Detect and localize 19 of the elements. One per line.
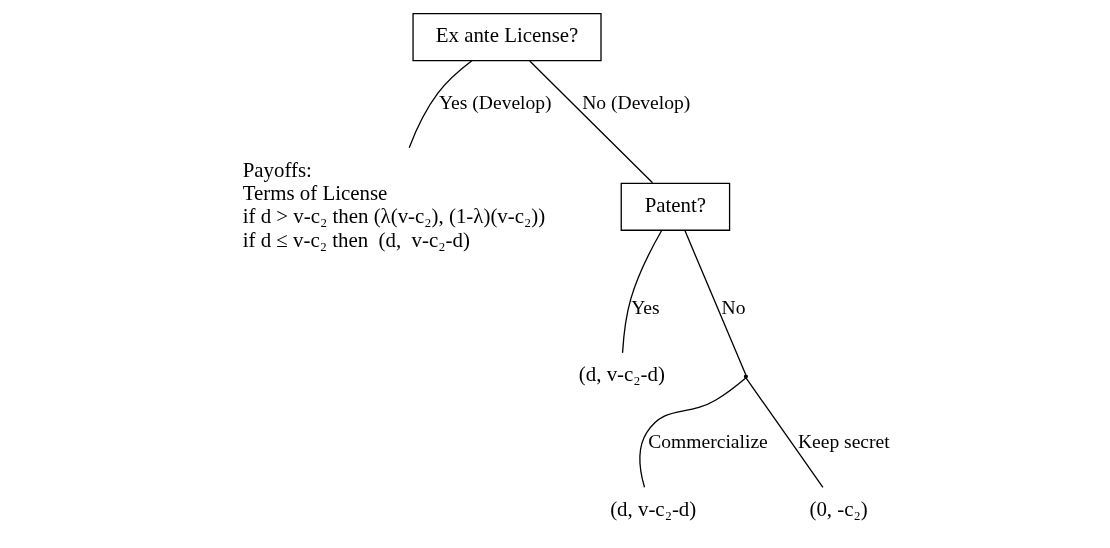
- node-text: (d, v-c₂-d): [578, 362, 665, 387]
- node-box: Ex ante License?: [412, 12, 602, 62]
- connector: [745, 377, 824, 488]
- node-text: (0, -c₂): [809, 496, 868, 521]
- edge-label: Keep secret: [797, 431, 890, 453]
- edge-label: No (Develop): [582, 91, 691, 113]
- connector: [529, 60, 654, 184]
- node-point: [743, 374, 748, 379]
- node-text: (d, v-c₂-d): [610, 496, 697, 521]
- node-text: Payoffs: Terms of License if d > v-c₂ then (λ(v-c₂), (1-λ)(v-c₂)) if d ≤ v-c₂ then (d, v-c₂-d): [242, 157, 546, 252]
- connector: [621, 229, 663, 354]
- node-box: Patent?: [620, 182, 731, 231]
- edge-label: Yes (Develop): [438, 91, 552, 113]
- connector: [408, 60, 473, 149]
- edge-label: No: [721, 296, 746, 318]
- edge-label: Commercialize: [648, 431, 768, 453]
- connector: [639, 377, 747, 488]
- edge-label: Yes: [631, 296, 660, 318]
- connector: [684, 229, 747, 376]
